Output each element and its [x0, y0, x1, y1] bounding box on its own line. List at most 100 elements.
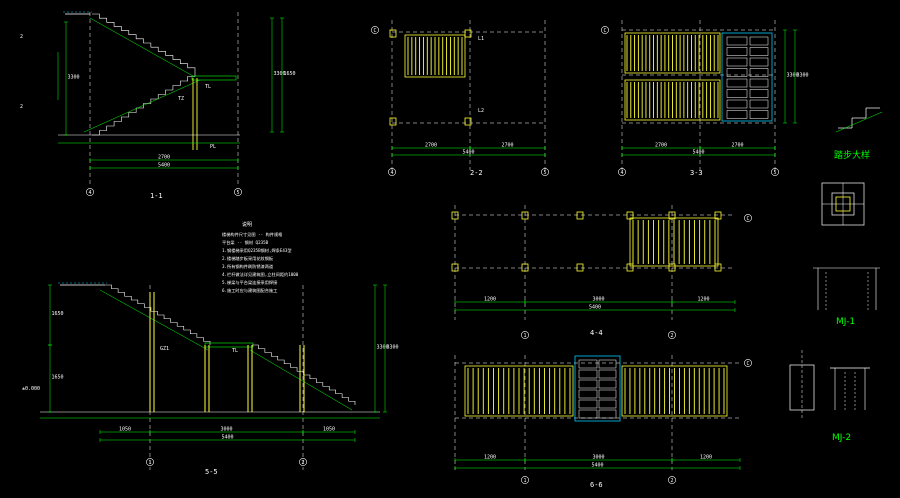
grating-panel: [749, 36, 769, 46]
dimension-text: 5400: [592, 463, 604, 469]
grating-panel: [726, 68, 748, 77]
note-line-8: 6.施工时应与建筑图配合施工: [222, 287, 277, 294]
grating-panel: [749, 110, 769, 119]
stair-plan: [624, 32, 721, 74]
axis-bubble-C: [744, 214, 752, 222]
column-plan: [464, 29, 472, 38]
dimension-text: 3300: [274, 71, 286, 77]
axis-label: 5: [237, 190, 240, 196]
grating-panel: [726, 78, 748, 88]
landing-plan: [721, 32, 773, 122]
landing-plan: [574, 355, 621, 422]
dimension-text: 1650: [284, 71, 296, 77]
stair-plan: [464, 365, 574, 417]
stringer: [249, 349, 353, 411]
dimension-text: 5400: [589, 305, 601, 311]
axis-label: 4: [621, 170, 624, 176]
dimension-text: 2700: [502, 143, 514, 149]
grating-panel: [598, 409, 617, 419]
dimension-text: 3300: [68, 75, 80, 81]
axis-bubble-4: [618, 168, 626, 176]
column-plan: [626, 211, 634, 220]
column-plan: [626, 263, 634, 272]
axis-label: C: [604, 28, 607, 34]
grating-panel: [726, 110, 748, 119]
tag-tl: TL: [205, 84, 211, 90]
axis-label: 2: [302, 460, 305, 466]
title-mj2: MJ-2: [832, 433, 851, 443]
grating-panel: [598, 389, 617, 399]
axis-bubble-2: [668, 476, 676, 484]
column-plan: [464, 117, 472, 126]
grating-panel: [578, 389, 598, 399]
grating-panel: [749, 68, 769, 77]
grating-panel: [578, 369, 598, 379]
stringer: [83, 79, 201, 133]
axis-bubble-5: [234, 188, 242, 196]
axis-label: C: [374, 28, 377, 34]
axis-label: 4: [391, 170, 394, 176]
column-plan: [714, 263, 722, 272]
grating-panel: [749, 99, 769, 109]
title-mj1: MJ-1: [836, 317, 855, 327]
grating-panel: [578, 409, 598, 419]
upper-flight: [105, 284, 211, 345]
axis-label: 2: [671, 333, 674, 339]
dimension-text: 1200: [484, 455, 496, 461]
column-plan: [451, 211, 459, 220]
column-plan: [521, 211, 529, 220]
title-plan-b: 4-4: [590, 329, 603, 337]
notes-block: 说明 楼梯构件尺寸见图 -- 构件规格 平台梁 -- 钢材 Q235B 1.钢楼…: [222, 221, 299, 294]
axis-label: 4: [89, 190, 92, 196]
axis-bubble-1: [521, 331, 529, 339]
dimension-text: 5400: [222, 435, 234, 441]
column-plan: [576, 211, 584, 220]
stair-plan: [629, 217, 719, 267]
axis-bubble-C: [601, 26, 609, 34]
dimension-text: 3000: [221, 427, 233, 433]
axis-label: 2: [671, 478, 674, 484]
tag-l2: L2: [478, 108, 484, 114]
title-plan-c: 6-6: [590, 481, 603, 489]
dimension-text: 3300: [377, 345, 389, 351]
grating-panel: [726, 47, 748, 56]
title-section-b: 2-2: [470, 169, 483, 177]
note-line-6: 4.栏杆做法详见建筑图,立柱间距约1000: [222, 271, 299, 278]
column-plan: [521, 263, 529, 272]
axis-label: 5: [774, 170, 777, 176]
axis-bubble-1: [521, 476, 529, 484]
axis-bubble-4: [86, 188, 94, 196]
tag-tz: TZ: [178, 96, 184, 102]
axis-bubble-1: [146, 458, 154, 466]
grating-panel: [749, 78, 769, 88]
note-line-1: 楼梯构件尺寸见图 -- 构件规格: [222, 231, 283, 238]
grating-panel: [726, 36, 748, 46]
side-mark: 2: [20, 34, 23, 40]
axis-label: 1: [524, 478, 527, 484]
grating-panel: [578, 359, 598, 369]
grating-panel: [749, 47, 769, 56]
dimension-text: 3300: [797, 73, 809, 79]
axis-label: 1: [149, 460, 152, 466]
dimension-text: 2700: [655, 143, 667, 149]
axis-bubble-4: [388, 168, 396, 176]
note-line-7: 5.梯梁与平台梁连接采用焊接: [222, 279, 278, 286]
grating-panel: [749, 89, 769, 98]
landing-beam: [191, 75, 237, 81]
dimension-text: 1050: [119, 427, 131, 433]
column-plan: [668, 263, 676, 272]
note-line-4: 2.楼梯踏步板采用花纹钢板: [222, 255, 274, 262]
dimension-text: 2700: [158, 155, 170, 161]
axis-bubble-5: [771, 168, 779, 176]
stair-plan: [621, 365, 728, 417]
title-step-detail: 踏步大样: [834, 149, 870, 161]
grating-panel: [598, 359, 617, 369]
tag-gz1: GZ1: [160, 346, 169, 352]
column-plan: [389, 29, 397, 38]
axis-bubble-2: [668, 331, 676, 339]
title-section-a: 1-1: [150, 192, 163, 200]
upper-flight: [92, 13, 196, 72]
dimension-text: 1650: [52, 311, 64, 317]
title-plan-a: 3-3: [690, 169, 703, 177]
